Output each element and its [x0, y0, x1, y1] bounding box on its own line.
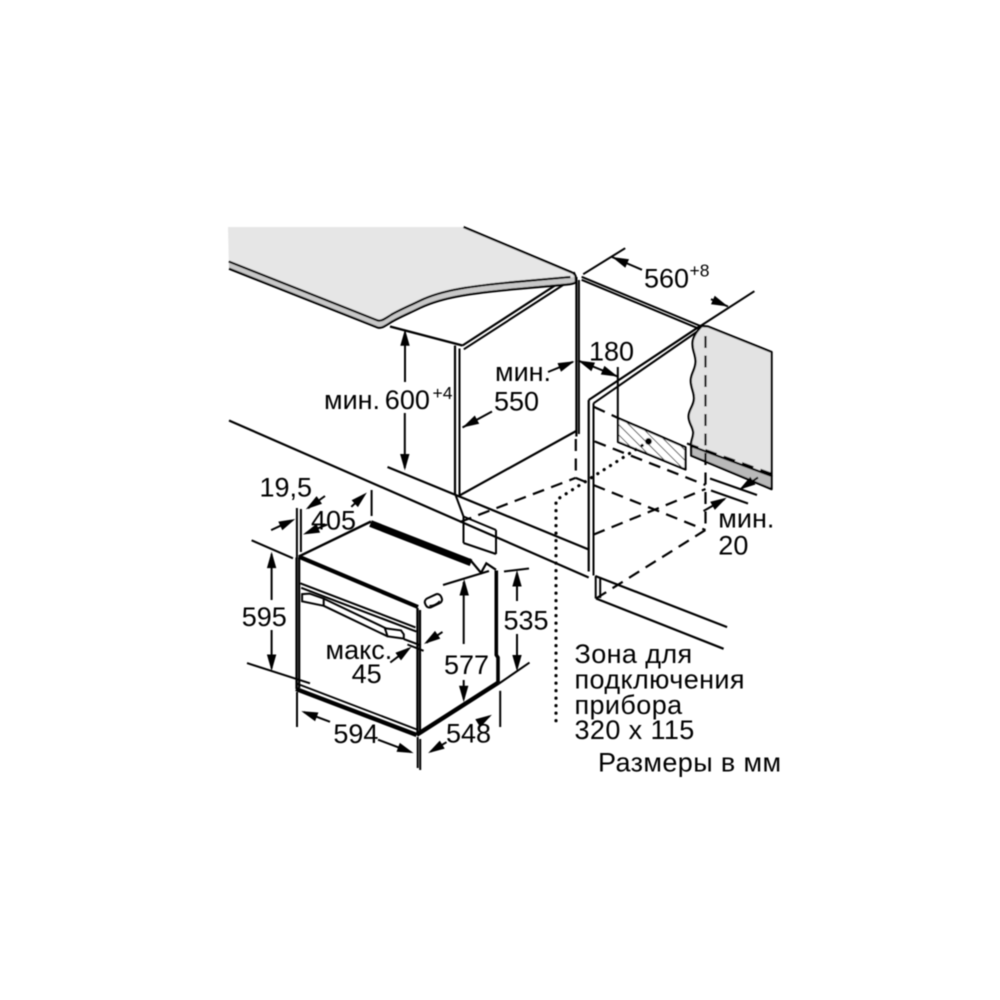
svg-text:320 x 115: 320 x 115	[575, 715, 695, 745]
svg-text:подключения: подключения	[575, 664, 745, 694]
svg-text:600: 600	[385, 385, 430, 415]
svg-text:45: 45	[352, 659, 382, 689]
svg-text:548: 548	[446, 719, 491, 749]
svg-text:+4: +4	[433, 383, 453, 403]
svg-text:Размеры в мм: Размеры в мм	[598, 748, 781, 778]
svg-text:прибора: прибора	[575, 690, 684, 720]
svg-text:560: 560	[644, 263, 689, 293]
svg-text:мин.: мин.	[324, 385, 380, 415]
svg-text:595: 595	[242, 602, 287, 632]
svg-text:мин.: мин.	[495, 357, 551, 387]
svg-text:мин.: мин.	[718, 504, 774, 534]
svg-text:550: 550	[494, 387, 539, 417]
svg-text:594: 594	[333, 719, 378, 749]
svg-text:макс.: макс.	[326, 635, 393, 665]
svg-text:180: 180	[589, 336, 634, 366]
svg-text:535: 535	[504, 606, 549, 636]
svg-text:20: 20	[718, 531, 748, 561]
svg-text:+8: +8	[690, 261, 710, 281]
svg-text:405: 405	[311, 505, 356, 535]
svg-text:577: 577	[444, 650, 489, 680]
svg-text:Зона для: Зона для	[575, 639, 693, 669]
svg-text:19,5: 19,5	[260, 472, 313, 502]
